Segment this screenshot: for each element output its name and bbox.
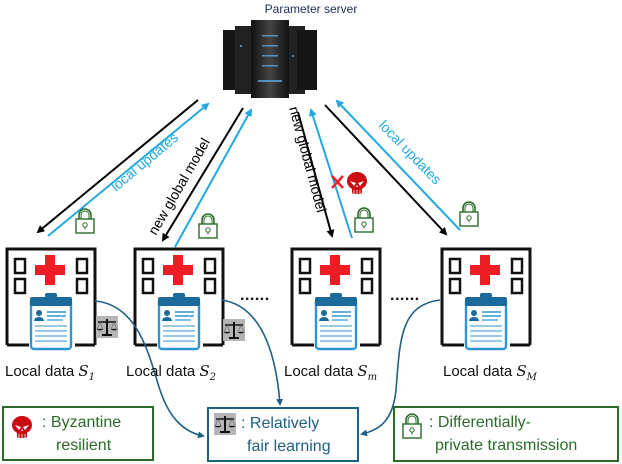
scale-icon-client-1 (95, 315, 119, 339)
download-arrow-client-2 (161, 107, 244, 242)
client-label-text: Local data (284, 363, 358, 380)
client-label-1: Local data S1 (5, 362, 95, 383)
client-label-text: Local data (126, 363, 200, 380)
lock-icon-client-M (459, 201, 479, 227)
parameter-server-title: Parameter server (264, 2, 358, 16)
legend-relatively-fair-learning: : Relatively fair learning (207, 407, 359, 462)
legend-byzantine-line1: : Byzantine (42, 414, 122, 431)
download-arrow-client-1 (36, 99, 199, 234)
new-global-model-label-right: new global model (286, 105, 330, 214)
skull-icon (11, 415, 33, 439)
scale-icon-client-2 (222, 318, 246, 342)
client-label-text: Local data (5, 363, 79, 380)
lock-icon-client-2 (198, 213, 218, 239)
client-symbol: S (78, 362, 89, 380)
hospital-icon-client-1 (5, 247, 97, 351)
fair-connector-client-2 (221, 299, 284, 406)
legend-byzantine-resilient: : Byzantine resilient (2, 406, 154, 461)
lock-icon-client-1 (75, 208, 95, 234)
hospital-icon-client-m (290, 247, 382, 351)
legend-byzantine-line2: resilient (56, 437, 112, 454)
fair-connector-client-M (360, 299, 441, 437)
client-label-2: Local data S2 (126, 362, 216, 383)
client-label-text: Local data (443, 363, 517, 380)
ellipsis-dots-right: ...... (390, 287, 420, 304)
client-label-m: Local data Sm (284, 362, 377, 383)
client-symbol: S (357, 362, 368, 380)
lock-icon (402, 413, 422, 439)
lock-icon-client-m (354, 207, 374, 233)
hospital-icon-client-M (440, 247, 532, 351)
server-rack-icon (223, 20, 317, 98)
client-subscript: M (526, 372, 537, 383)
legend-private-line1: : Differentially- (429, 414, 531, 431)
download-arrow-client-M (324, 104, 448, 236)
upload-arrow-client-M (335, 99, 461, 231)
byzantine-skull-icon (346, 171, 368, 195)
client-subscript: 1 (88, 372, 96, 383)
legend-fair-line2: fair learning (247, 438, 331, 455)
client-label-M: Local data SM (443, 362, 537, 383)
upload-arrow-client-m (309, 108, 353, 239)
client-symbol: S (516, 362, 527, 380)
upload-arrow-client-1 (47, 102, 210, 237)
upload-arrow-client-2 (174, 108, 252, 248)
legend-fair-line1: : Relatively (241, 415, 320, 432)
download-arrow-client-m (297, 111, 335, 238)
scale-icon (214, 413, 237, 436)
cross-icon (331, 175, 344, 189)
client-symbol: S (199, 362, 210, 380)
client-subscript: m (367, 372, 378, 383)
client-subscript: 2 (209, 372, 217, 383)
ellipsis-dots-left: ...... (240, 287, 270, 304)
legend-private-line2: private transmission (435, 437, 578, 454)
hospital-icon-client-2 (133, 247, 225, 351)
legend-differentially-private: : Differentially- private transmission (393, 406, 619, 462)
fair-connector-client-1 (94, 300, 205, 439)
